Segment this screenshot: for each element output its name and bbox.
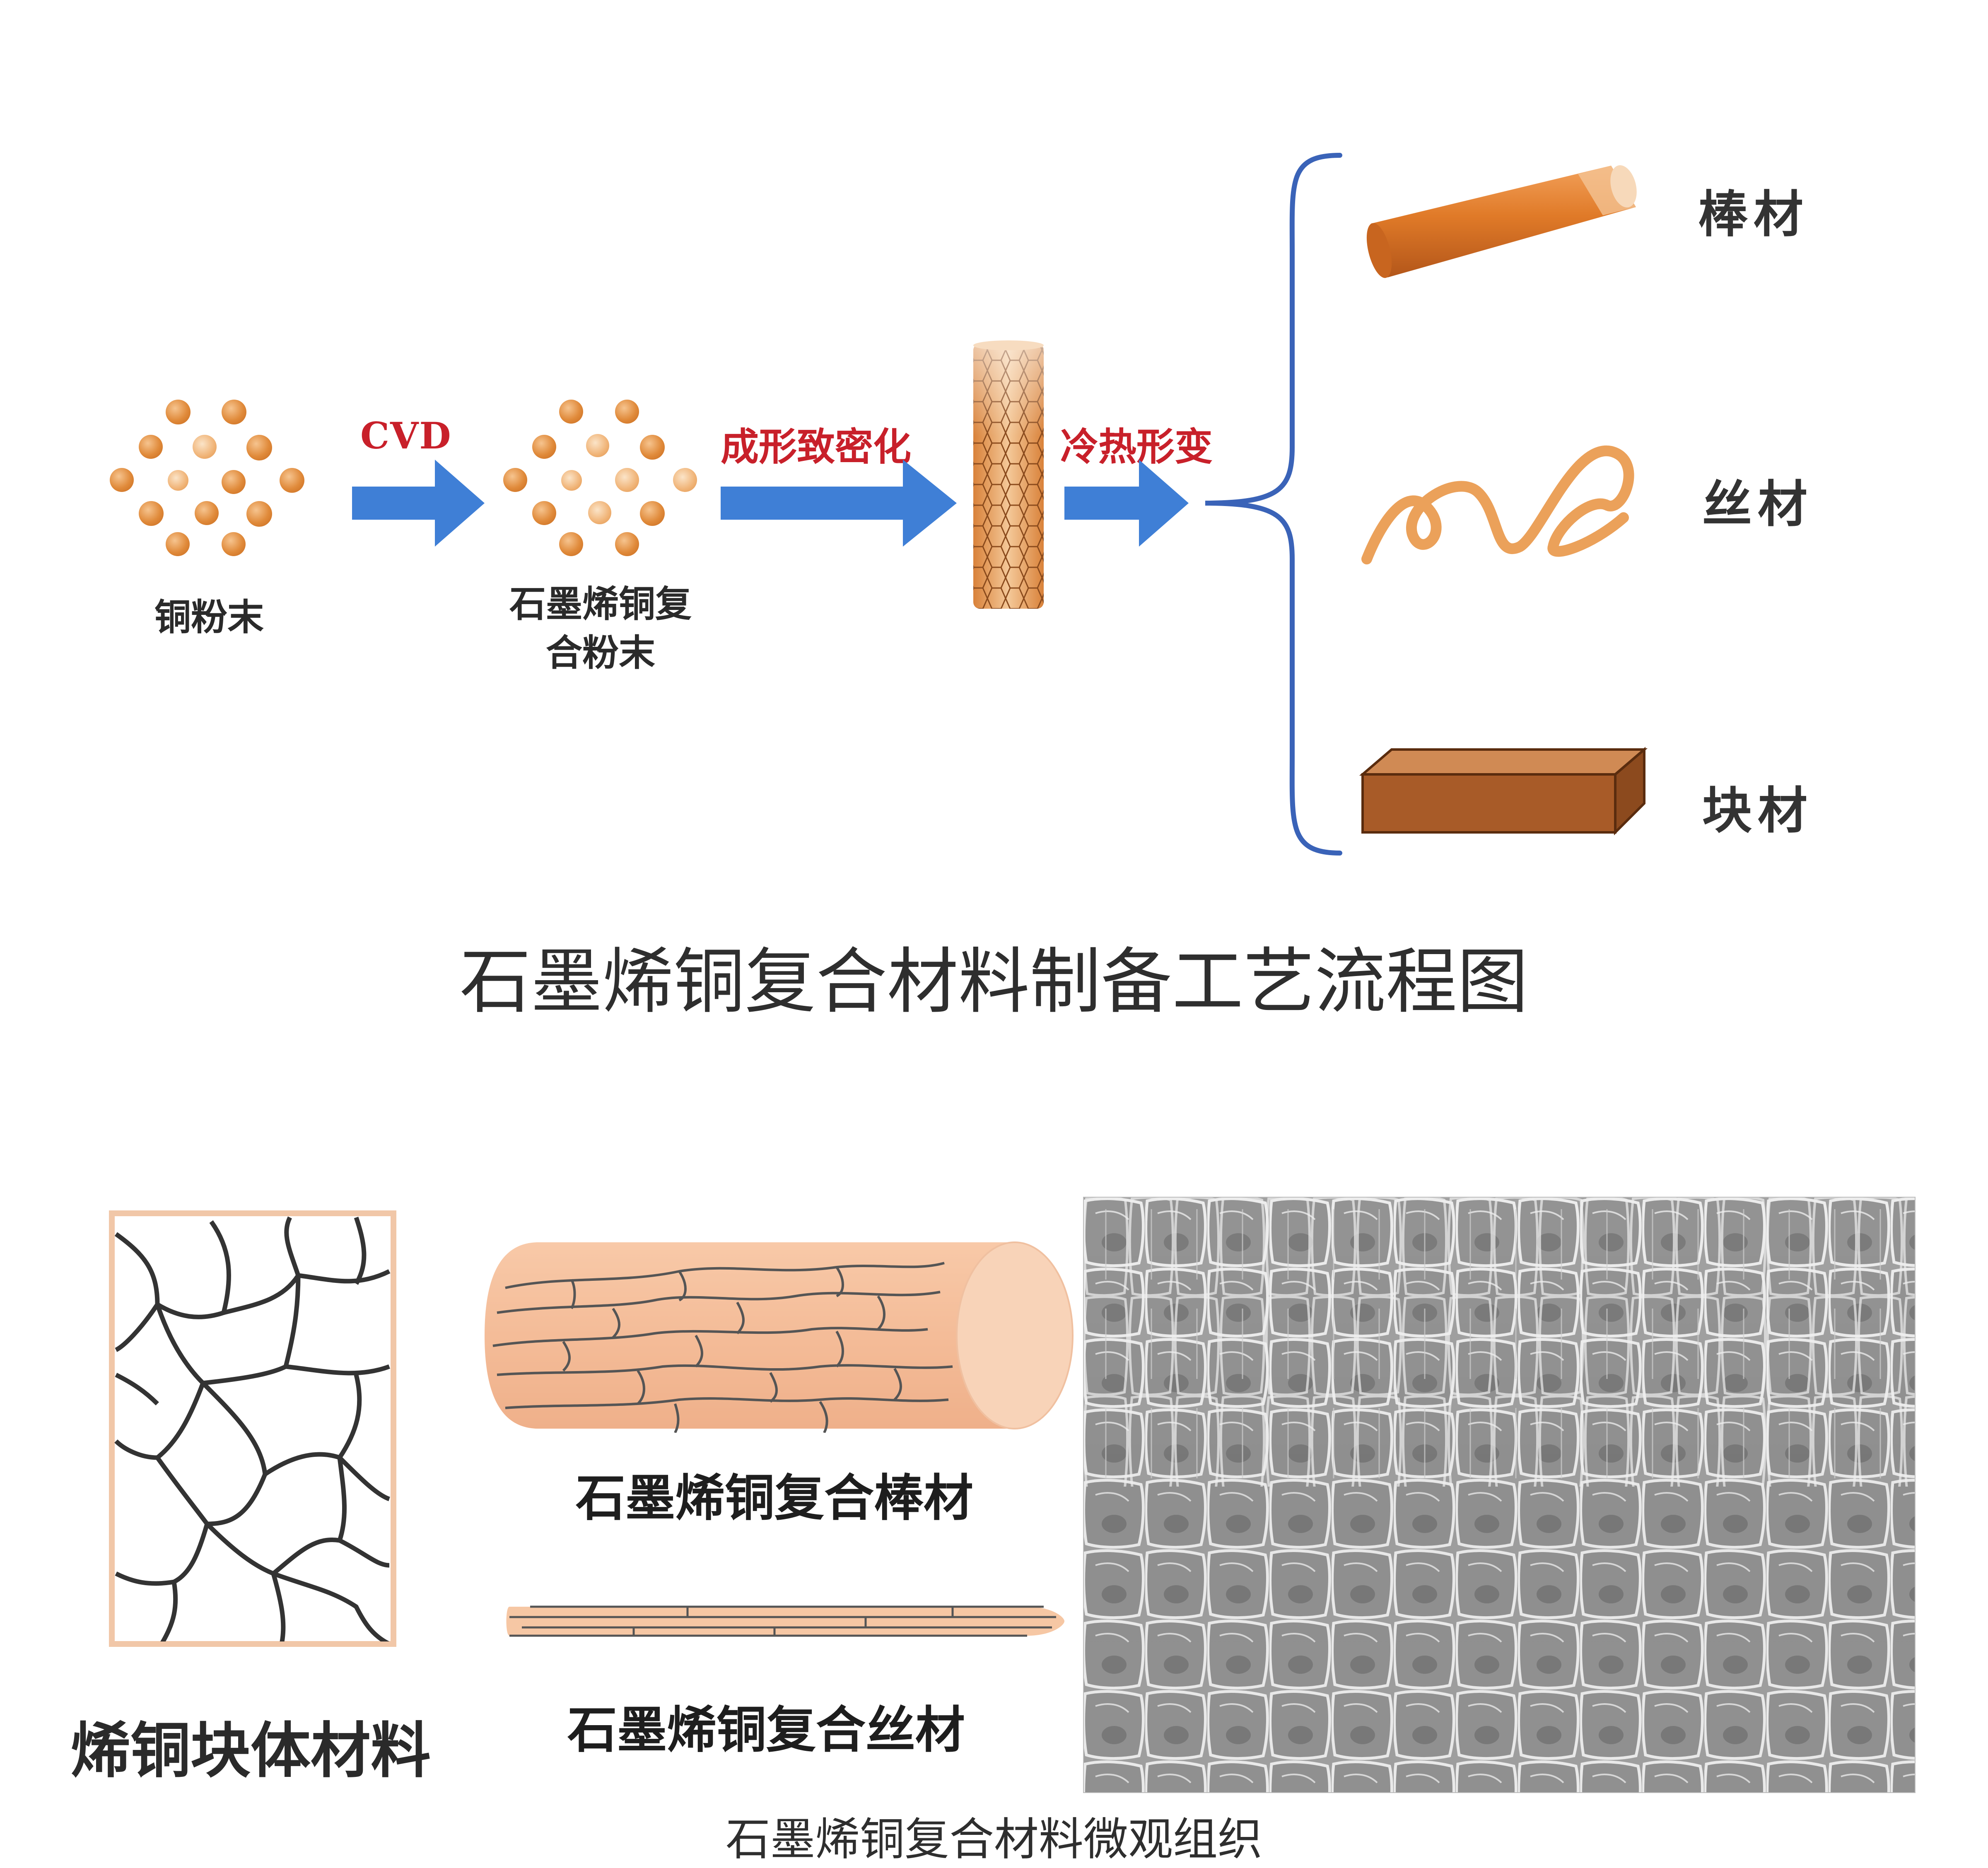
rod-icon	[1366, 165, 1637, 278]
step2-label-line1: 石墨烯铜复	[509, 583, 692, 625]
arrow1-icon	[352, 460, 485, 547]
arrow3-icon	[1064, 460, 1189, 547]
product-label-block: 块材	[1702, 781, 1813, 840]
product-label-rod: 棒材	[1698, 185, 1809, 243]
sem-micrograph-image	[1083, 1197, 1916, 1793]
arrow3-label: 冷热形变	[1060, 425, 1213, 469]
bulk-label: 烯铜块体材料	[70, 1716, 431, 1786]
block-icon	[1359, 747, 1648, 836]
copper-powder-icon	[104, 389, 319, 563]
densified-billet-icon	[973, 340, 1044, 609]
wire-label: 石墨烯铜复合丝材	[567, 1701, 965, 1759]
branch-brace-icon	[1205, 153, 1342, 856]
arrow1-label: CVD	[360, 414, 452, 457]
step2-label-line2: 合粉末	[545, 632, 655, 674]
flow-title: 石墨烯铜复合材料制备工艺流程图	[460, 940, 1528, 1023]
micro-caption: 石墨烯铜复合材料微观组织	[725, 1814, 1262, 1866]
arrow2-label: 成形致密化	[721, 425, 912, 469]
composite-powder-icon	[497, 389, 712, 563]
wire-icon	[1361, 445, 1634, 564]
rod-label: 石墨烯铜复合棒材	[576, 1469, 973, 1527]
arrow2-icon	[721, 460, 957, 547]
step1-label: 铜粉末	[154, 596, 264, 639]
product-label-wire: 丝材	[1702, 475, 1813, 533]
composite-rod-sketch	[485, 1241, 1074, 1433]
composite-wire-sketch	[506, 1605, 1064, 1637]
bulk-grain-sketch	[109, 1210, 396, 1647]
step2-label: 石墨烯铜复 合粉末	[476, 580, 725, 677]
